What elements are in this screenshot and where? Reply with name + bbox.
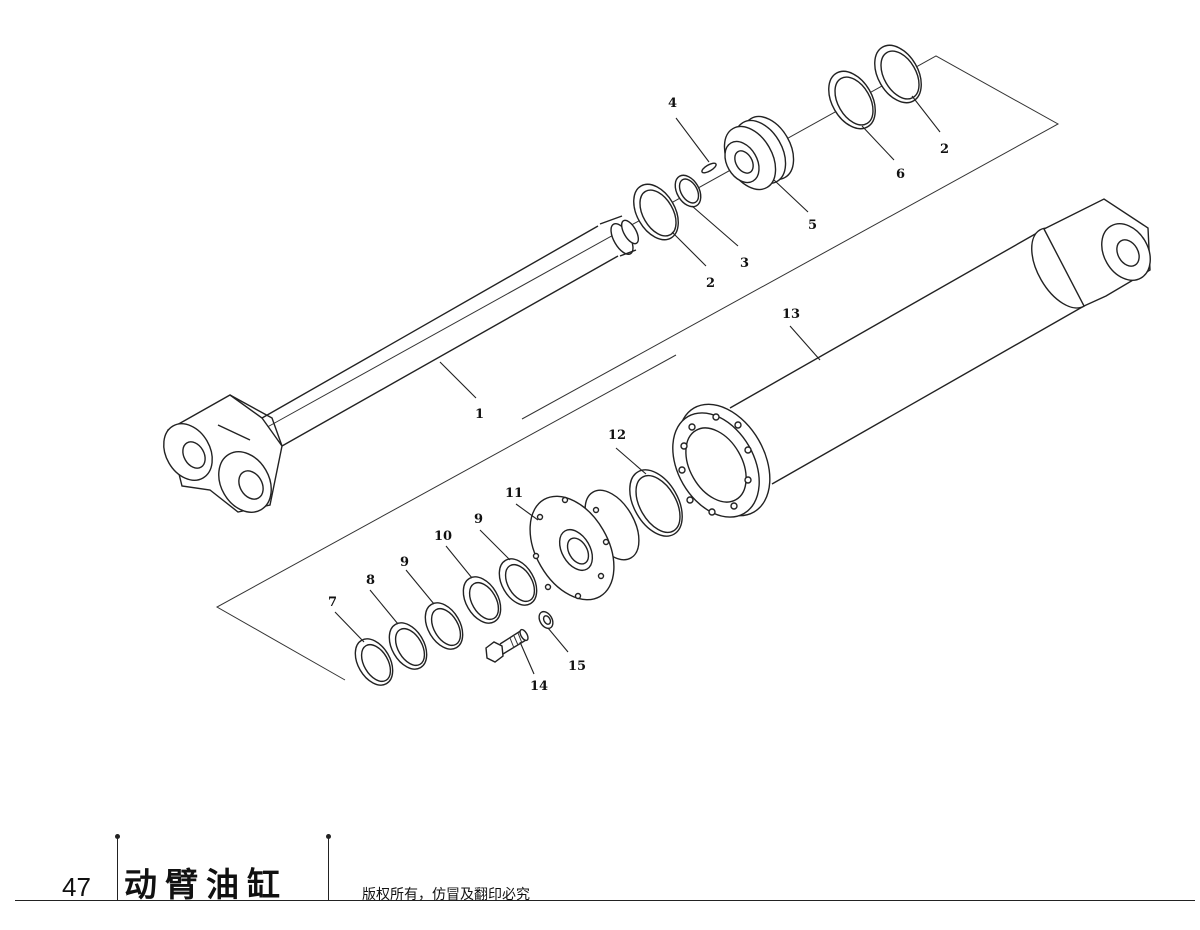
footer-divider-right — [325, 834, 331, 900]
assembly-frame-lines — [215, 55, 1060, 681]
seal-ring-8 — [388, 622, 428, 670]
callout-6: 6 — [896, 167, 905, 182]
callout-labels: 1 2 2 3 4 5 6 7 8 9 9 10 11 12 13 14 15 — [328, 96, 949, 694]
seal-ring-2-upper — [874, 44, 922, 104]
leader-lines — [334, 95, 941, 675]
seal-ring-7 — [354, 638, 394, 686]
callout-12: 12 — [608, 428, 626, 443]
copyright-notice: 版权所有，仿冒及翻印必究 — [362, 887, 530, 903]
washer — [538, 610, 554, 630]
o-ring-3 — [674, 174, 702, 208]
callout-15: 15 — [568, 659, 586, 674]
piston-rod — [261, 215, 640, 447]
callout-10: 10 — [434, 529, 452, 544]
callout-2-lower: 2 — [706, 276, 715, 291]
callout-8: 8 — [366, 573, 375, 588]
piston — [723, 115, 795, 191]
page-title: 动臂油缸 — [124, 865, 288, 904]
footer-divider-left — [114, 834, 120, 900]
seal-ring-6 — [828, 70, 876, 130]
cylinder-tube — [672, 198, 1151, 518]
footer-rule — [15, 900, 1195, 901]
callout-3: 3 — [740, 256, 749, 271]
bolt — [485, 628, 529, 663]
cylinder-head — [529, 489, 640, 601]
o-ring-12 — [629, 469, 683, 537]
callout-2-upper: 2 — [940, 142, 949, 157]
seal-ring-2-lower — [633, 183, 679, 241]
callout-7: 7 — [328, 595, 337, 610]
callout-4: 4 — [668, 96, 677, 111]
seal-ring-9-upper — [498, 558, 538, 606]
callout-11: 11 — [505, 486, 523, 501]
rod-eye-clevis — [163, 394, 283, 513]
callout-9-lower: 9 — [400, 555, 409, 570]
seal-ring-10 — [462, 576, 502, 624]
locking-pin — [701, 162, 717, 174]
callout-9-upper: 9 — [474, 512, 483, 527]
seal-ring-9-lower — [424, 602, 464, 650]
page-number: 47 — [62, 872, 91, 902]
callout-13: 13 — [782, 307, 800, 322]
callout-1: 1 — [475, 407, 484, 422]
callout-14: 14 — [530, 679, 548, 694]
callout-5: 5 — [808, 218, 817, 233]
